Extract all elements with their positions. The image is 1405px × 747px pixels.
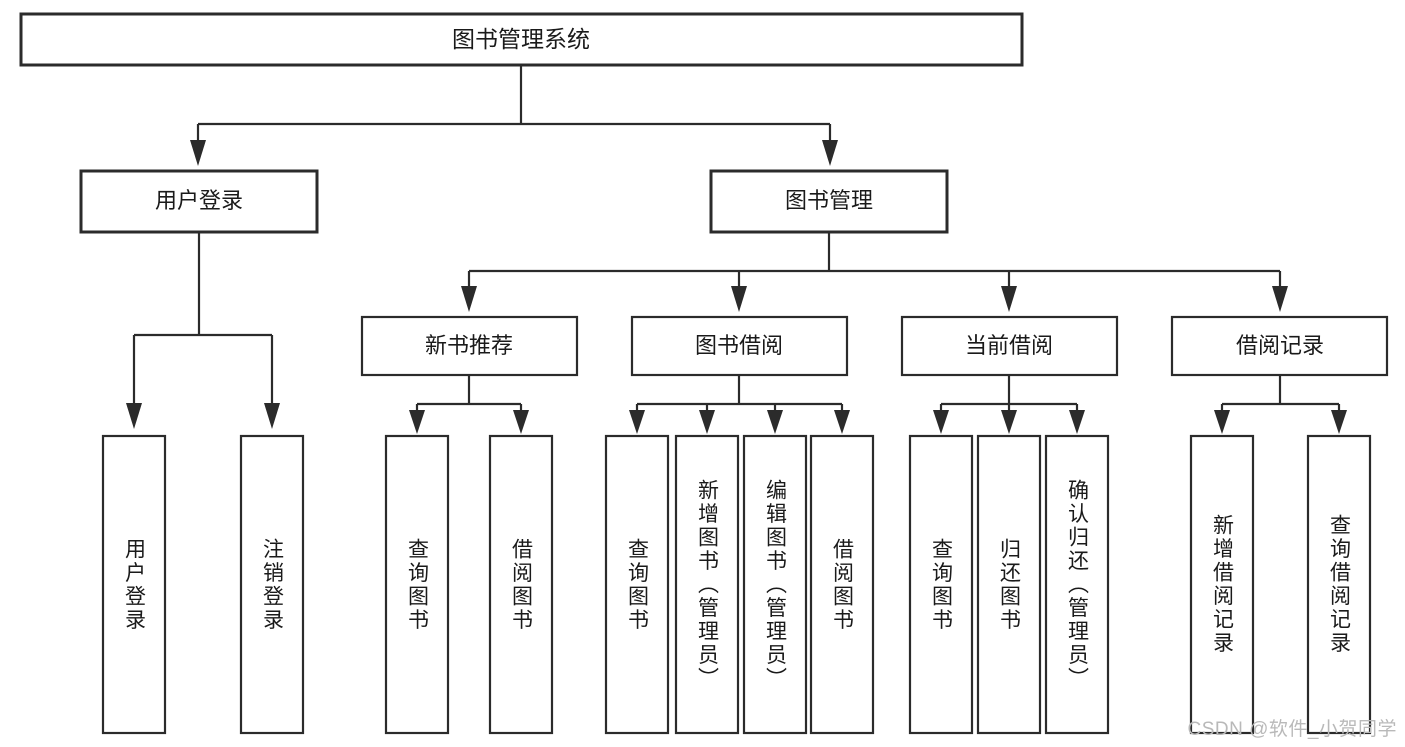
node-new-book-recommend[interactable]: 新书推荐 <box>360 315 579 377</box>
arrowhead-current-borrow <box>1001 286 1017 312</box>
csdn-watermark: CSDN @软件_小贺同学 <box>1187 719 1397 740</box>
node-leaf-return-book-box[interactable] <box>976 434 1042 735</box>
node-leaf-query-book-1-box[interactable] <box>384 434 450 735</box>
arrowhead-leaf-borrow-book-2 <box>834 410 850 434</box>
arrowhead-leaf-logout-login <box>264 403 280 429</box>
arrowhead-leaf-add-book <box>699 410 715 434</box>
node-leaf-query-borrow-record-box[interactable] <box>1306 434 1372 735</box>
arrowhead-leaf-query-book-1 <box>409 410 425 434</box>
node-borrow-record-label: 借阅记录 <box>1236 333 1324 358</box>
node-leaf-add-borrow-record-box[interactable] <box>1189 434 1255 735</box>
node-leaf-edit-book-box[interactable] <box>742 434 808 735</box>
node-book-borrow-label: 图书借阅 <box>695 333 783 358</box>
arrowhead-leaf-confirm-return <box>1069 410 1085 434</box>
arrowhead-user-login <box>190 140 206 166</box>
node-new-book-recommend-box[interactable] <box>360 315 579 377</box>
node-leaf-confirm-return-box[interactable] <box>1044 434 1110 735</box>
node-user-login[interactable]: 用户登录 <box>79 169 319 234</box>
arrowhead-new-book-recommend <box>461 286 477 312</box>
arrowhead-leaf-query-borrow-record <box>1331 410 1347 434</box>
arrowhead-book-borrow <box>731 286 747 312</box>
arrowhead-leaf-borrow-book-1 <box>513 410 529 434</box>
node-borrow-record-box[interactable] <box>1170 315 1389 377</box>
node-borrow-record[interactable]: 借阅记录 <box>1170 315 1389 377</box>
arrowhead-leaf-user-login <box>126 403 142 429</box>
arrowhead-leaf-return-book <box>1001 410 1017 434</box>
node-root-label: 图书管理系统 <box>452 26 590 52</box>
arrowhead-borrow-record <box>1272 286 1288 312</box>
arrowhead-leaf-query-book-3 <box>933 410 949 434</box>
node-book-borrow[interactable]: 图书借阅 <box>630 315 849 377</box>
node-leaf-logout-login-box[interactable] <box>239 434 305 735</box>
node-leaf-query-book-2-box[interactable] <box>604 434 670 735</box>
node-current-borrow-label: 当前借阅 <box>965 333 1053 358</box>
node-leaf-query-book-3-box[interactable] <box>908 434 974 735</box>
node-new-book-recommend-label: 新书推荐 <box>425 333 513 358</box>
arrowhead-leaf-add-borrow-record <box>1214 410 1230 434</box>
node-book-borrow-box[interactable] <box>630 315 849 377</box>
node-book-management-box[interactable] <box>709 169 949 234</box>
node-current-borrow-box[interactable] <box>900 315 1119 377</box>
node-leaf-user-login-box[interactable] <box>101 434 167 735</box>
node-book-management-label: 图书管理 <box>785 188 873 213</box>
node-leaf-borrow-book-1-box[interactable] <box>488 434 554 735</box>
node-current-borrow[interactable]: 当前借阅 <box>900 315 1119 377</box>
node-user-login-label: 用户登录 <box>155 188 243 213</box>
node-leaf-add-book-box[interactable] <box>674 434 740 735</box>
arrowhead-leaf-query-book-2 <box>629 410 645 434</box>
node-root[interactable]: 图书管理系统 <box>19 12 1024 67</box>
node-root-box[interactable] <box>19 12 1024 67</box>
arrowhead-leaf-edit-book <box>767 410 783 434</box>
node-book-management[interactable]: 图书管理 <box>709 169 949 234</box>
node-leaf-borrow-book-2-box[interactable] <box>809 434 875 735</box>
arrowhead-book-management <box>822 140 838 166</box>
